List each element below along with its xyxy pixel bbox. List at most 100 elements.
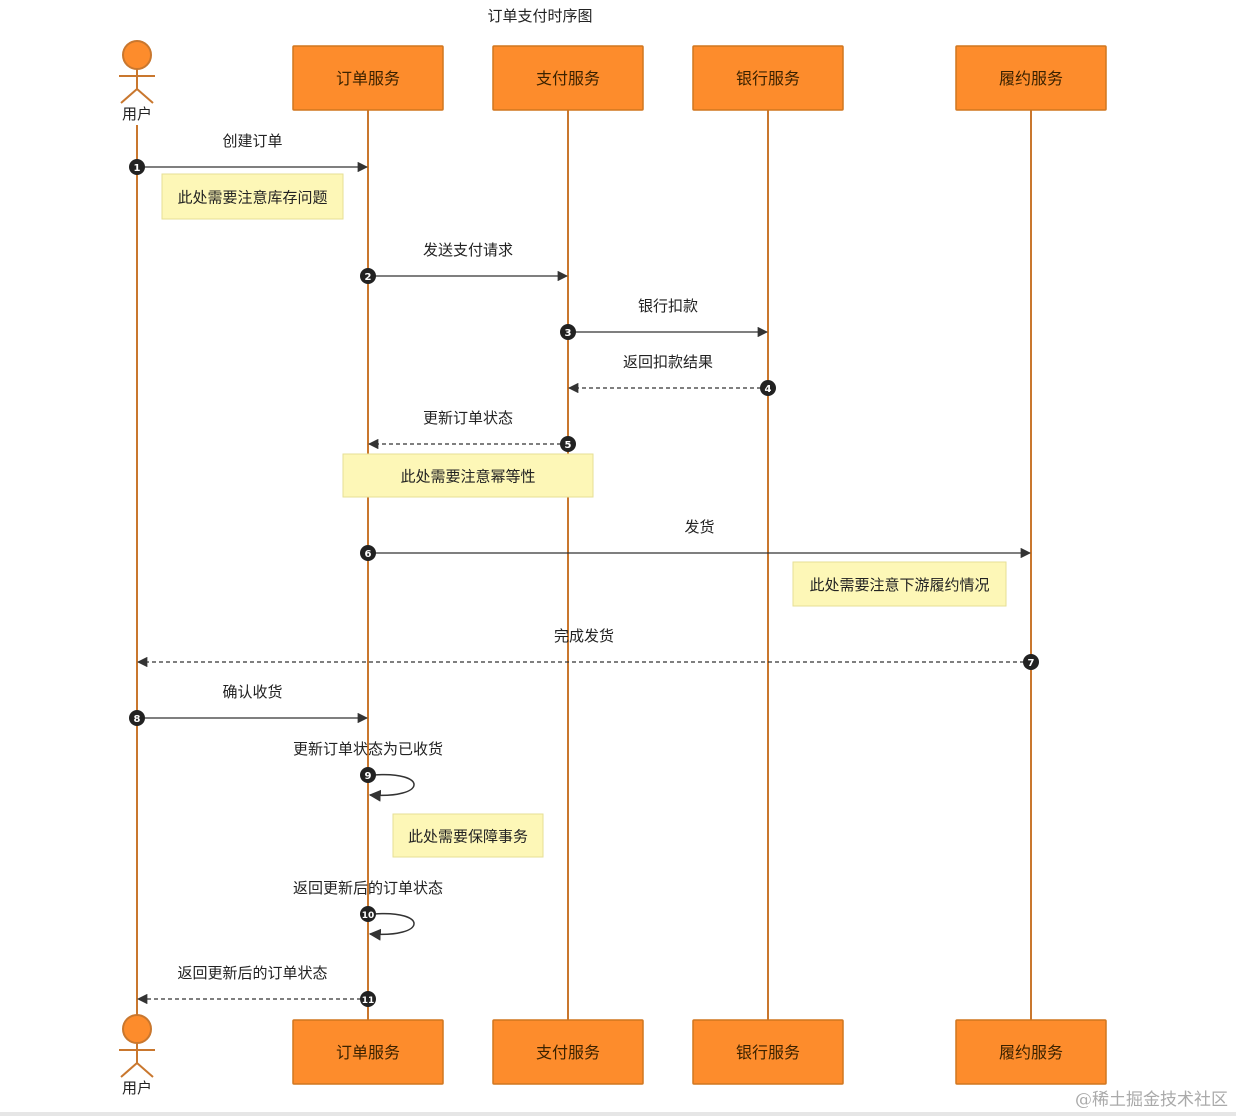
step-badge: 4 xyxy=(760,380,776,396)
actor-leg-left xyxy=(120,1062,138,1078)
participant-box xyxy=(955,1019,1107,1085)
actor-top: 用户 xyxy=(119,40,155,123)
actor-leg-left xyxy=(120,88,138,104)
step-badge: 11 xyxy=(360,991,376,1007)
participant-pay-top: 支付服务 xyxy=(492,45,644,111)
participant-bank-top: 银行服务 xyxy=(692,45,844,111)
message-label: 创建订单 xyxy=(222,132,282,150)
step-badge-circle xyxy=(129,710,145,726)
step-number: 1 xyxy=(134,163,141,174)
message-9: 更新订单状态为已收货 9 xyxy=(293,740,443,802)
self-message-arrow xyxy=(368,773,415,802)
participant-label: 银行服务 xyxy=(736,69,800,88)
actor-leg-right xyxy=(136,88,154,104)
note-text: 此处需要保障事务 xyxy=(408,828,528,846)
step-badge-circle xyxy=(360,767,376,783)
message-2: 发送支付请求 2 xyxy=(360,241,569,284)
participant-fulfill-bottom: 履约服务 xyxy=(955,1019,1107,1085)
participant-label: 订单服务 xyxy=(336,1043,400,1062)
participant-label: 履约服务 xyxy=(999,69,1063,88)
step-number: 10 xyxy=(362,911,375,921)
note-box xyxy=(342,453,594,498)
participant-fulfill-top: 履约服务 xyxy=(955,45,1107,111)
note: 此处需要注意下游履约情况 xyxy=(792,561,1007,607)
step-badge: 5 xyxy=(560,436,576,452)
message-label: 更新订单状态 xyxy=(423,409,513,427)
step-badge: 8 xyxy=(129,710,145,726)
message-label: 确认收货 xyxy=(222,683,282,701)
step-badge-circle xyxy=(1023,654,1039,670)
actor-head-icon xyxy=(122,1014,152,1044)
participant-box xyxy=(292,45,444,111)
message-label: 完成发货 xyxy=(554,627,614,645)
step-badge: 6 xyxy=(360,545,376,561)
participant-label: 支付服务 xyxy=(536,69,600,88)
message-label: 更新订单状态为已收货 xyxy=(293,740,443,758)
participant-box xyxy=(292,1019,444,1085)
message-label: 返回更新后的订单状态 xyxy=(293,879,443,897)
participant-label: 银行服务 xyxy=(736,1043,800,1062)
step-badge: 9 xyxy=(360,767,376,783)
step-number: 3 xyxy=(565,328,572,339)
message-1: 创建订单 1 xyxy=(129,132,369,175)
step-badge-circle xyxy=(560,436,576,452)
bottom-bar xyxy=(0,1112,1236,1116)
actor-label: 用户 xyxy=(122,105,152,123)
step-badge-circle xyxy=(360,268,376,284)
participant-bank-bottom: 银行服务 xyxy=(692,1019,844,1085)
actor-head-icon xyxy=(122,40,152,70)
message-5: 更新订单状态 5 xyxy=(367,409,576,452)
message-label: 银行扣款 xyxy=(638,297,698,315)
step-badge: 3 xyxy=(560,324,576,340)
participant-label: 订单服务 xyxy=(336,69,400,88)
participant-order-top: 订单服务 xyxy=(292,45,444,111)
participant-label: 履约服务 xyxy=(999,1043,1063,1062)
message-4: 返回扣款结果 4 xyxy=(567,353,776,396)
participant-label: 支付服务 xyxy=(536,1043,600,1062)
step-number: 8 xyxy=(134,714,141,725)
message-6: 发货 6 xyxy=(360,518,1032,561)
message-label: 发货 xyxy=(684,518,714,536)
note-text: 此处需要注意幂等性 xyxy=(400,468,535,486)
step-badge-circle xyxy=(360,906,376,922)
step-number: 6 xyxy=(365,549,372,560)
step-badge-circle xyxy=(760,380,776,396)
step-number: 2 xyxy=(365,272,372,283)
note: 此处需要保障事务 xyxy=(392,813,544,858)
self-message-arrow xyxy=(368,912,415,941)
participant-pay-bottom: 支付服务 xyxy=(492,1019,644,1085)
step-badge-circle xyxy=(360,991,376,1007)
message-label: 返回扣款结果 xyxy=(623,353,713,371)
note-box xyxy=(161,173,344,220)
step-badge: 1 xyxy=(129,159,145,175)
participant-box xyxy=(692,45,844,111)
message-7: 完成发货 7 xyxy=(136,627,1039,670)
note-text: 此处需要注意库存问题 xyxy=(177,189,327,207)
step-badge: 10 xyxy=(360,906,376,922)
participant-box xyxy=(492,45,644,111)
actor-bottom: 用户 xyxy=(119,1014,155,1097)
watermark: @稀土掘金技术社区 xyxy=(1075,1090,1228,1110)
message-10: 返回更新后的订单状态 10 xyxy=(293,879,443,941)
message-11: 返回更新后的订单状态 11 xyxy=(136,964,376,1007)
message-8: 确认收货 8 xyxy=(129,683,369,726)
messages-layer: 创建订单 1 发送支付请求 2 银行扣款 3 返回扣款结果 4 更新订单状态 5 发货 6 完成发货 7 确… xyxy=(129,132,1039,1007)
actor-label: 用户 xyxy=(122,1079,152,1097)
step-badge-circle xyxy=(560,324,576,340)
message-label: 返回更新后的订单状态 xyxy=(177,964,327,982)
step-number: 7 xyxy=(1028,658,1035,669)
participant-box xyxy=(492,1019,644,1085)
step-number: 11 xyxy=(362,996,375,1006)
step-number: 9 xyxy=(365,771,372,782)
note-text: 此处需要注意下游履约情况 xyxy=(809,576,989,594)
step-badge: 2 xyxy=(360,268,376,284)
note-box xyxy=(792,561,1007,607)
lifelines-layer xyxy=(136,110,1032,1020)
note-box xyxy=(392,813,544,858)
message-3: 银行扣款 3 xyxy=(560,297,769,340)
message-label: 发送支付请求 xyxy=(423,241,513,259)
participant-box xyxy=(692,1019,844,1085)
note: 此处需要注意库存问题 xyxy=(161,173,344,220)
